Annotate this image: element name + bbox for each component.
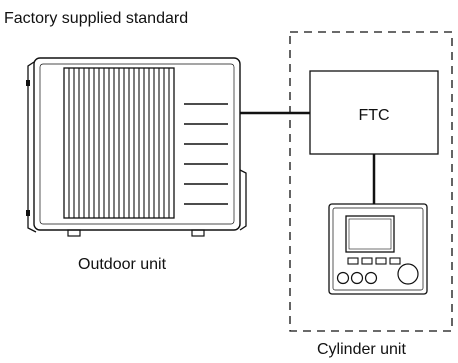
diagram-title: Factory supplied standard (4, 10, 189, 27)
cylinder-unit-label: Cylinder unit (317, 341, 406, 358)
controller-button-2 (361, 257, 373, 265)
cylinder-unit-boundary (289, 31, 453, 332)
outdoor-unit-foot-right (191, 229, 205, 237)
outdoor-unit-label: Outdoor unit (78, 256, 167, 273)
outdoor-unit (26, 57, 247, 237)
controller-round-button-1 (336, 271, 350, 285)
controller-screen (345, 215, 395, 253)
ftc-box (309, 70, 439, 155)
side-vents (184, 103, 228, 205)
ftc-label: FTC (358, 107, 389, 124)
controller-dial (397, 263, 419, 285)
controller-round-button-3 (364, 271, 378, 285)
controller-button-4 (389, 257, 401, 265)
remote-controller (328, 203, 428, 295)
fan-grille (63, 67, 175, 219)
controller-button-1 (347, 257, 359, 265)
outdoor-unit-foot-left (67, 229, 81, 237)
controller-button-3 (375, 257, 387, 265)
controller-round-button-2 (350, 271, 364, 285)
